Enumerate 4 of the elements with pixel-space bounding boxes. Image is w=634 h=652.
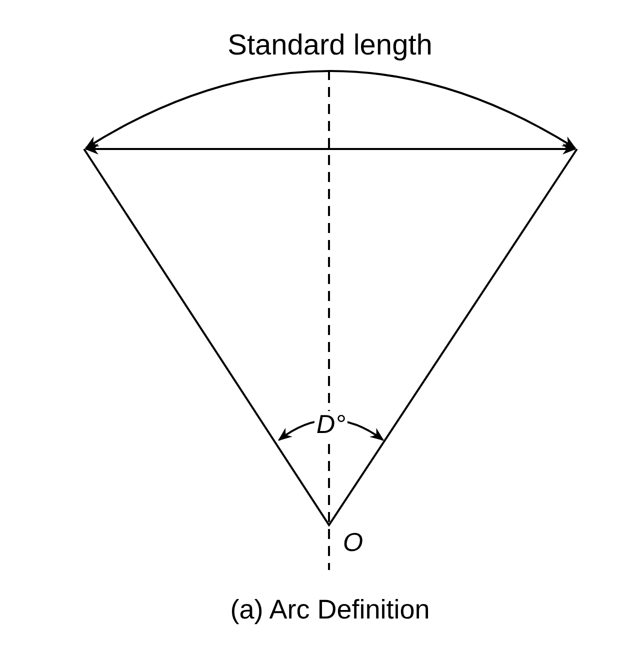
point-label: O [342,529,364,555]
angle-label: D° [314,411,348,437]
dimension-label: Standard length [228,32,432,60]
figure-caption: (a) Arc Definition [230,596,430,624]
